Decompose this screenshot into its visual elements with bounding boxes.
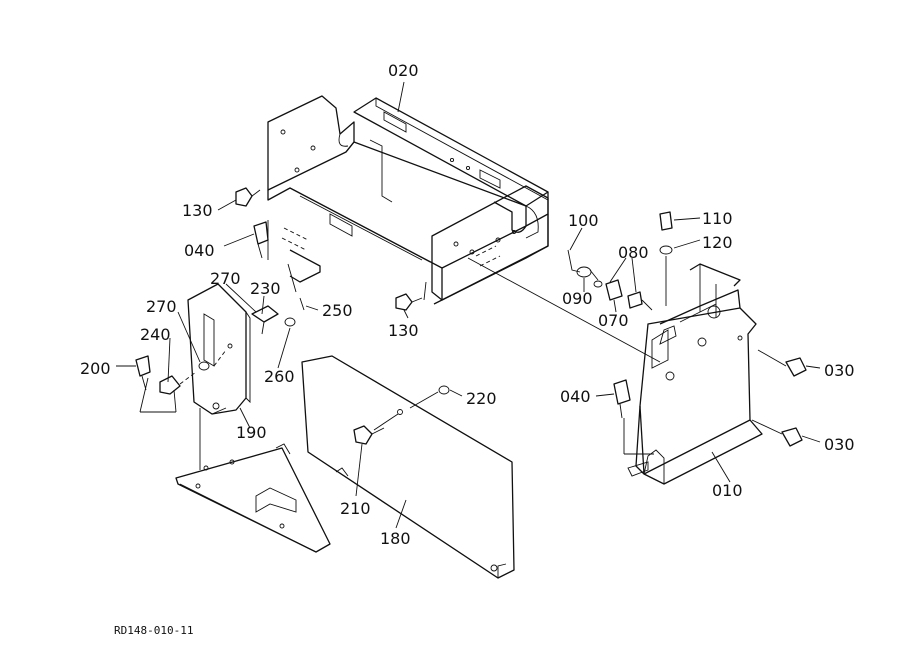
callout-090: 090 bbox=[562, 289, 593, 308]
callout-270: 270 bbox=[210, 269, 241, 288]
callout-240: 240 bbox=[140, 325, 171, 344]
figure-code: RD148-010-11 bbox=[114, 624, 193, 637]
callout-110: 110 bbox=[702, 209, 733, 228]
callout-180: 180 bbox=[380, 529, 411, 548]
callout-120: 120 bbox=[702, 233, 733, 252]
callout-040: 040 bbox=[184, 241, 215, 260]
callout-200: 200 bbox=[80, 359, 111, 378]
frame-020 bbox=[267, 95, 549, 305]
leader-lines bbox=[116, 81, 821, 529]
callout-130: 130 bbox=[388, 321, 419, 340]
callout-220: 220 bbox=[466, 389, 497, 408]
callout-130: 130 bbox=[182, 201, 213, 220]
callout-030: 030 bbox=[824, 435, 855, 454]
callout-230: 230 bbox=[250, 279, 281, 298]
callout-270: 270 bbox=[146, 297, 177, 316]
callout-040: 040 bbox=[560, 387, 591, 406]
cover-panel-180 bbox=[301, 355, 515, 579]
callout-010: 010 bbox=[712, 481, 743, 500]
base-plate bbox=[175, 443, 331, 553]
callout-250: 250 bbox=[322, 301, 353, 320]
callout-260: 260 bbox=[264, 367, 295, 386]
callout-190: 190 bbox=[236, 423, 267, 442]
bracket-010 bbox=[627, 263, 763, 485]
callout-080: 080 bbox=[618, 243, 649, 262]
bracket-190 bbox=[187, 283, 251, 415]
callout-070: 070 bbox=[598, 311, 629, 330]
callout-labels: 020 130 040 270 230 250 270 240 200 260 … bbox=[80, 61, 855, 548]
callout-020: 020 bbox=[388, 61, 419, 80]
callout-100: 100 bbox=[568, 211, 599, 230]
callout-030: 030 bbox=[824, 361, 855, 380]
callout-210: 210 bbox=[340, 499, 371, 518]
